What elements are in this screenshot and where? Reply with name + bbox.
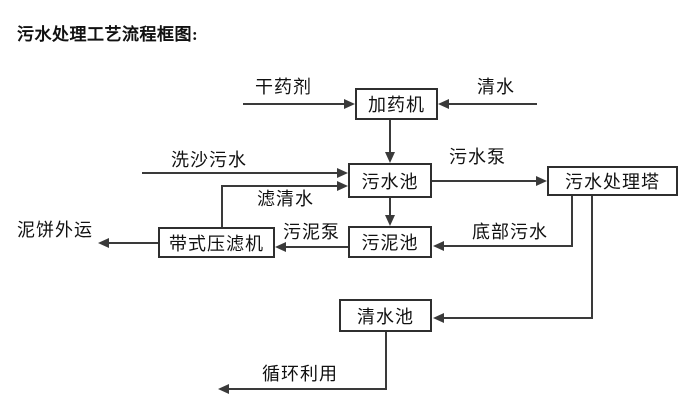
node-sewage-pool: 污水池 xyxy=(348,163,432,198)
connector-sludge-pump-line xyxy=(286,246,348,248)
node-sewage-pool-label: 污水池 xyxy=(361,171,419,192)
connector-sludge-pump-arrowhead xyxy=(275,242,286,252)
node-belt-filter-press: 带式压滤机 xyxy=(158,227,275,258)
diagram-title: 污水处理工艺流程框图: xyxy=(17,25,199,44)
flow-label-mud-cake-out: 泥饼外运 xyxy=(17,220,93,240)
connector-mud-cake-line xyxy=(109,242,158,244)
connector-recycling-arrowhead xyxy=(218,384,229,394)
node-dosing-machine-label: 加药机 xyxy=(368,95,425,115)
node-belt-filter-press-label: 带式压滤机 xyxy=(169,233,264,254)
flow-label-sludge-pump: 污泥泵 xyxy=(283,222,340,242)
connector-dry-chemical-line xyxy=(243,103,345,105)
flow-label-sand-washing-sewage: 洗沙污水 xyxy=(171,150,247,170)
flow-label-sewage-pump: 污水泵 xyxy=(449,147,506,167)
connector-recycling-line xyxy=(229,388,387,390)
node-clean-water-pool: 清水池 xyxy=(339,299,432,332)
node-sludge-pool-label: 污泥池 xyxy=(361,233,419,253)
node-sewage-treatment-tower-label: 污水处理塔 xyxy=(565,172,660,192)
flow-label-filtered-water: 滤清水 xyxy=(257,189,314,209)
connector-bottom-sewage-arrowhead xyxy=(433,241,444,251)
connector-clean-water-line xyxy=(449,103,537,105)
node-sewage-treatment-tower: 污水处理塔 xyxy=(547,166,678,196)
connector-sewage-pump-line xyxy=(432,180,536,182)
connector-filtered-water-arrowhead xyxy=(337,181,348,191)
connector-mud-cake-arrowhead xyxy=(98,238,109,248)
node-dosing-machine: 加药机 xyxy=(355,88,438,120)
connector-sand-washing-arrowhead xyxy=(337,168,348,178)
connector-sewage-to-sludge-line xyxy=(389,198,391,216)
connector-sewage-pump-arrowhead xyxy=(536,176,547,186)
connector-clean-water-arrowhead xyxy=(438,99,449,109)
flow-label-clean-water: 清水 xyxy=(477,77,515,97)
connector-tower-to-clean-arrowhead xyxy=(433,313,444,323)
connector-filtered-water-line xyxy=(221,185,337,187)
flow-label-bottom-sewage: 底部污水 xyxy=(472,222,548,242)
node-clean-water-pool-label: 清水池 xyxy=(357,306,414,327)
flow-label-recycling: 循环利用 xyxy=(262,364,338,384)
connector-dosing-to-sewage-line xyxy=(389,120,391,153)
connector-sand-washing-line xyxy=(142,172,337,174)
connector-dosing-to-sewage-arrowhead xyxy=(385,152,395,163)
connector-tower-to-clean-vertical-line xyxy=(591,196,593,319)
connector-sewage-to-sludge-arrowhead xyxy=(385,215,395,226)
connector-tower-to-clean-line xyxy=(444,317,593,319)
connector-filtered-water-vertical-line xyxy=(221,186,223,227)
node-sludge-pool: 污泥池 xyxy=(348,226,432,258)
connector-bottom-sewage-line xyxy=(444,245,573,247)
connector-dry-chemical-arrowhead xyxy=(344,99,355,109)
connector-bottom-sewage-vertical-line xyxy=(571,196,573,247)
connector-recycling-vertical-line xyxy=(385,332,387,389)
flow-label-dry-chemical: 干药剂 xyxy=(255,77,312,97)
